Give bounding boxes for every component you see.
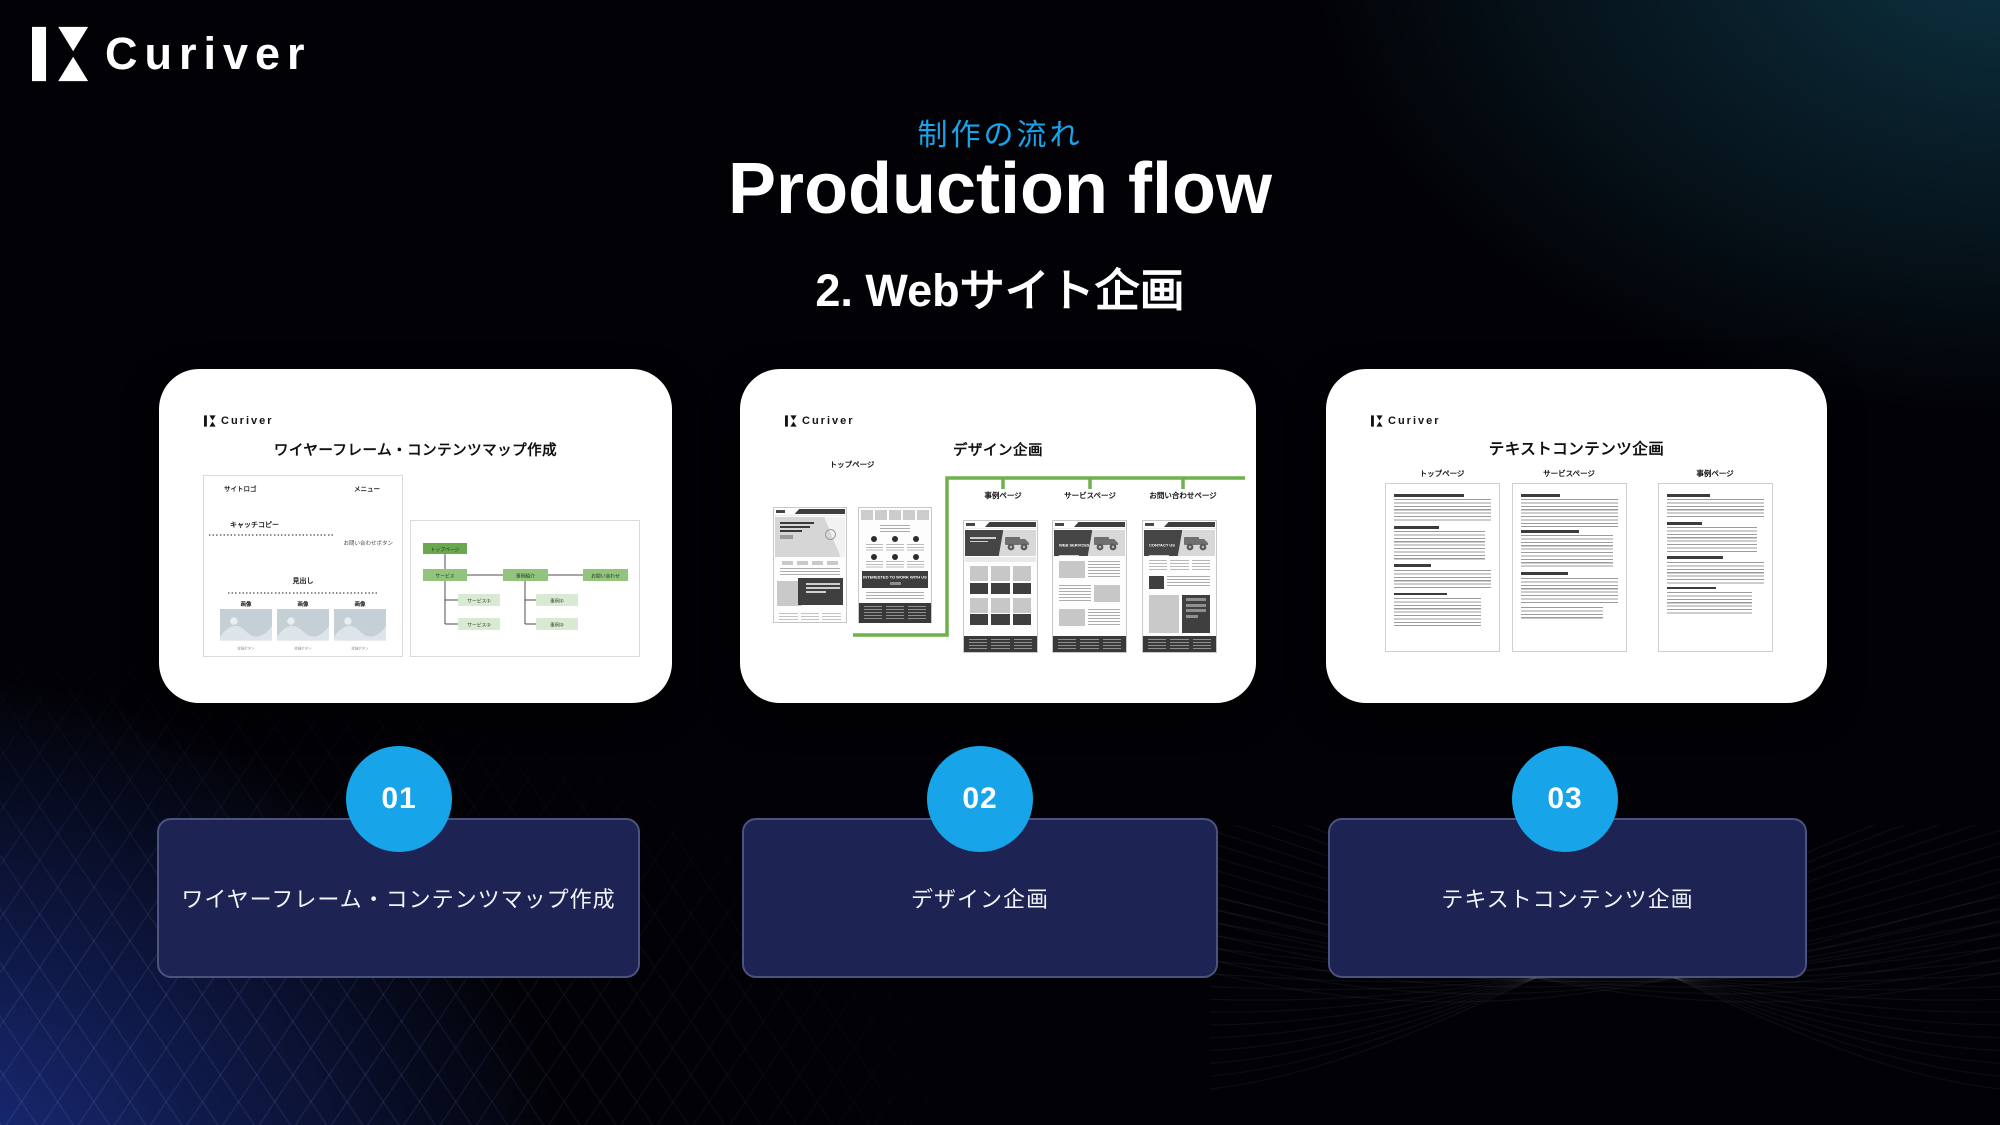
wireframe-heading-label: 見出し (292, 578, 314, 585)
truck-icon (1184, 537, 1208, 551)
wireframe-image-caption: 詳細ボタン (294, 647, 312, 651)
image-placeholder-icon (220, 609, 272, 641)
mockup-hero-text: CONTACT US (1149, 543, 1175, 548)
card-title: テキストコンテンツ企画 (1488, 441, 1665, 458)
card-wireframe-contentsmap: Curiver ワイヤーフレーム・コンテンツマップ作成 サイトロゴ メニュー キ… (159, 369, 672, 703)
mockup-hero: CONTACT US (1144, 530, 1215, 556)
mockup-hero (775, 517, 845, 557)
text-document (1385, 483, 1500, 652)
image-placeholder-icon (334, 609, 386, 641)
step-number: 01 (381, 782, 417, 815)
step-number-badge-2: 02 (927, 746, 1033, 852)
doc-top-page-label: トップページ (1419, 469, 1465, 478)
step-number-badge-1: 01 (346, 746, 452, 852)
brand-logo-icon (785, 415, 797, 427)
step-number: 03 (1547, 782, 1583, 815)
design-case-page-label: 事例ページ (984, 491, 1022, 500)
sitemap-node-case1: 事例① (550, 598, 564, 605)
doc-service-page-label: サービスページ (1543, 469, 1595, 478)
brand-logo-text: Curiver (802, 415, 855, 427)
text-document (1658, 483, 1773, 652)
mockup-hero-text: WEB SERVICES (1059, 543, 1090, 548)
wireframe-dotted-text (209, 534, 333, 536)
card-title: ワイヤーフレーム・コンテンツマップ作成 (273, 443, 558, 459)
sitemap-node-contact: お問い合わせ (591, 573, 620, 580)
wireframe-image-label: 画像 (297, 602, 309, 608)
brand-logo-icon (32, 26, 89, 82)
design-contact-page-label: お問い合わせページ (1149, 491, 1217, 500)
design-top-page-label: トップページ (829, 460, 875, 469)
eyebrow-label: 制作の流れ (917, 119, 1083, 152)
card-brand-logo: Curiver (785, 415, 855, 427)
mockup-hero (965, 530, 1036, 556)
sitemap-node-case2: 事例② (550, 622, 564, 629)
step-number-badge-3: 03 (1512, 746, 1618, 852)
wireframe-image-caption: 詳細ボタン (351, 647, 369, 651)
wireframe-dotted-text (228, 592, 378, 594)
brand-logo-text: Curiver (221, 415, 274, 427)
doc-case-page-label: 事例ページ (1696, 469, 1734, 478)
truck-icon (1005, 537, 1029, 551)
wireframe-contact-button-label: お問い合わせボタン (343, 541, 393, 547)
wireframe-site-logo-label: サイトロゴ (224, 486, 257, 493)
brand-logo-text: Curiver (105, 28, 312, 79)
truck-icon (1094, 537, 1118, 551)
wireframe-menu-label: メニュー (354, 486, 380, 493)
design-mockup-top-2: INTERESTED TO WORK WITH US (858, 507, 932, 623)
design-mockup-cases (963, 520, 1038, 653)
card-brand-logo: Curiver (1371, 415, 1441, 427)
sitemap-node-service2: サービス② (467, 622, 491, 629)
brand-logo-icon (1371, 415, 1383, 427)
wireframe-image-label: 画像 (354, 602, 366, 608)
card-text-contents-plan: Curiver テキストコンテンツ企画 トップページ サービスページ 事例ページ (1326, 369, 1827, 703)
card-design-plan: Curiver デザイン企画 トップページ 事例ページ サービスページ お問い合… (740, 369, 1256, 703)
brand-logo-icon (204, 415, 216, 427)
brand-logo-text: Curiver (1388, 415, 1441, 427)
card-brand-logo: Curiver (204, 415, 274, 427)
page-title: Production flow (728, 149, 1272, 229)
mockup-hero: WEB SERVICES (1054, 530, 1125, 556)
sitemap-node-service1: サービス① (467, 598, 491, 605)
section-subtitle: 2. Webサイト企画 (815, 265, 1185, 316)
mockup-cta-text: INTERESTED TO WORK WITH US (863, 575, 927, 580)
step-number: 02 (962, 782, 998, 815)
design-mockup-top-1 (773, 507, 847, 625)
design-mockup-services: WEB SERVICES (1052, 520, 1127, 653)
sitemap-node-service: サービス (435, 573, 454, 580)
text-document (1512, 483, 1627, 652)
wireframe-image-caption: 詳細ボタン (237, 647, 255, 651)
sitemap-node-top: トップページ (431, 547, 460, 553)
step-label: ワイヤーフレーム・コンテンツマップ作成 (181, 887, 616, 912)
wireframe-sketch: サイトロゴ メニュー キャッチコピー お問い合わせボタン 見出し 画像 画像 画… (203, 475, 403, 657)
sitemap-diagram: トップページ サービス 事例紹介 お問い合わせ サービス① サービス② 事例① … (410, 520, 640, 657)
image-placeholder-icon (277, 609, 329, 641)
sitemap-node-cases: 事例紹介 (516, 573, 535, 580)
wireframe-catchcopy-label: キャッチコピー (230, 522, 279, 529)
card-title: デザイン企画 (953, 443, 1043, 459)
mockup-cta-banner: INTERESTED TO WORK WITH US (862, 571, 928, 588)
step-label: デザイン企画 (910, 887, 1049, 912)
design-mockup-contact: CONTACT US (1142, 520, 1217, 653)
wireframe-image-label: 画像 (240, 602, 252, 608)
design-service-page-label: サービスページ (1064, 491, 1116, 500)
step-label: テキストコンテンツ企画 (1441, 887, 1694, 912)
brand-logo: Curiver (32, 26, 312, 82)
step-box-wireframe: ワイヤーフレーム・コンテンツマップ作成 (157, 818, 640, 978)
